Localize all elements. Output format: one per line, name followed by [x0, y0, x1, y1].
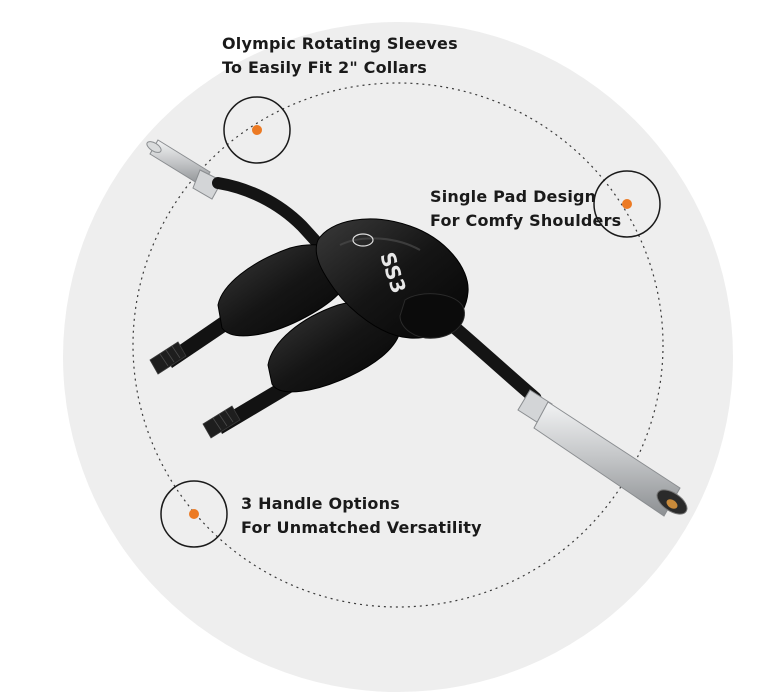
right-sleeve [517, 389, 688, 517]
dotted-orbit [132, 82, 664, 608]
callout-pad-line1: Single Pad Design [430, 187, 597, 206]
bar-left-bend [212, 177, 328, 254]
callout-marker-handles [160, 480, 228, 548]
callout-label-pad: Single Pad Design For Comfy Shoulders [430, 185, 622, 233]
callout-sleeves-line1: Olympic Rotating Sleeves [222, 34, 458, 53]
callout-handles-line2: For Unmatched Versatility [241, 518, 482, 537]
callout-marker-pad [593, 170, 661, 238]
safety-squat-bar: SS3 [146, 139, 688, 517]
callout-handles-line1: 3 Handle Options [241, 494, 400, 513]
callout-pad-line2: For Comfy Shoulders [430, 211, 622, 230]
left-sleeve [146, 139, 223, 200]
callout-sleeves-line2: To Easily Fit 2" Collars [222, 58, 427, 77]
callout-label-handles: 3 Handle Options For Unmatched Versatili… [241, 492, 482, 540]
callout-label-sleeves: Olympic Rotating Sleeves To Easily Fit 2… [222, 32, 458, 80]
callout-marker-sleeves [223, 96, 291, 164]
brand-logo-emblem [352, 233, 374, 247]
